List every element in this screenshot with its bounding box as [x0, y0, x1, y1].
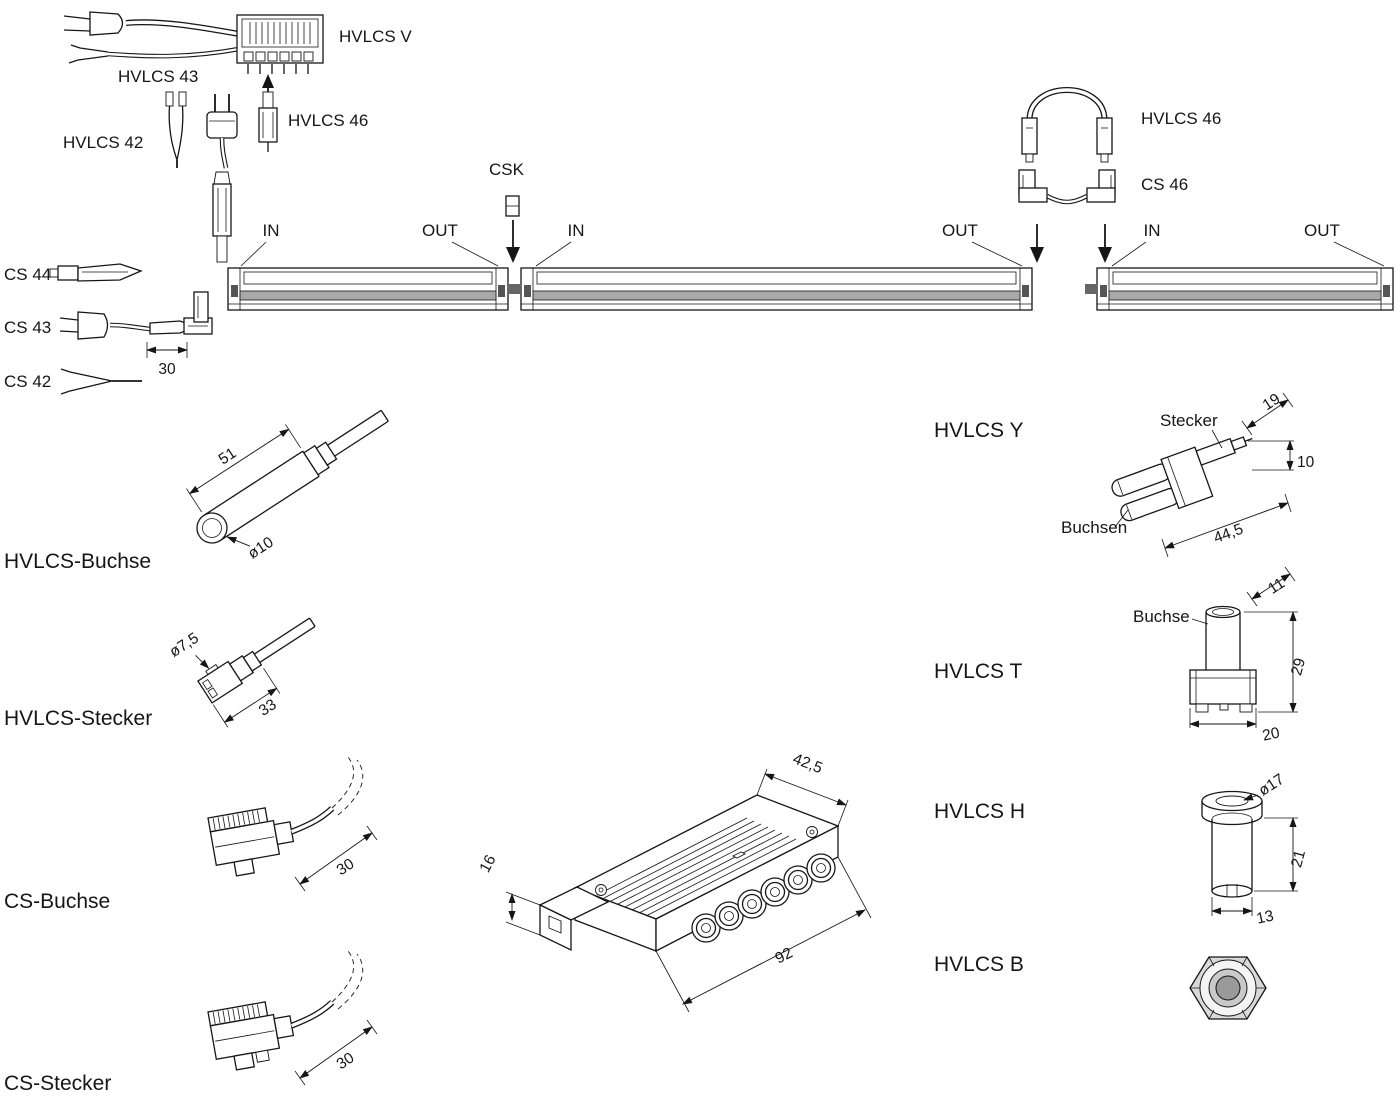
dim-44-5-label: 44,5	[1211, 521, 1245, 547]
hvlcs-h-drawing: ø17 21 13	[1201, 771, 1309, 928]
dim-20: 20	[1189, 708, 1282, 745]
dim-d17-label: ø17	[1256, 771, 1288, 800]
cs42-wire-drawing	[60, 368, 142, 395]
dim-92: 92	[655, 856, 872, 1013]
label-csk: CSK	[489, 160, 525, 179]
stripped-wire-drawing	[68, 44, 240, 64]
label-buchsen: Buchsen	[1061, 518, 1127, 537]
cs-stecker-drawing: 30	[207, 950, 378, 1086]
dim-33-label: 33	[256, 696, 280, 720]
dim-10: 10	[1248, 440, 1315, 471]
dim-13-label: 13	[1255, 907, 1275, 927]
hvlcs-buchse-drawing: 51 ø10	[186, 409, 389, 563]
cs44-connector-drawing	[49, 263, 143, 282]
label-cs-43: CS 43	[4, 318, 51, 337]
label-hvlcs-y: HVLCS Y	[934, 419, 1024, 442]
junction-arrow-3	[1098, 224, 1112, 263]
hvlcs-t-drawing: 11 29 20	[1189, 566, 1309, 745]
inline-connector-drawing	[212, 171, 232, 263]
csk-arrow	[506, 220, 520, 263]
dim-29: 29	[1244, 611, 1309, 713]
dim-16: 16	[476, 852, 541, 936]
cs43-cordset-drawing	[59, 291, 213, 340]
light-bar-2	[520, 267, 1033, 311]
label-stecker: Stecker	[1160, 411, 1218, 430]
hvlcs43-wire-ends-drawing	[165, 91, 187, 168]
dim-30-top-label: 30	[158, 361, 176, 378]
label-in-1: IN	[263, 221, 280, 240]
light-bar-1	[227, 267, 509, 311]
dim-30-cs-buchse-label: 30	[334, 855, 358, 879]
dim-20-label: 20	[1261, 724, 1282, 744]
csk-clip-drawing	[505, 195, 520, 217]
label-cs-buchse: CS-Buchse	[4, 890, 110, 913]
cs-buchse-drawing: 30	[207, 756, 378, 892]
label-hvlcs-46-top: HVLCS 46	[288, 111, 368, 130]
dim-11-label: 11	[1265, 575, 1288, 598]
label-hvlcs-stecker: HVLCS-Stecker	[4, 707, 152, 730]
dim-19-label: 19	[1260, 390, 1284, 414]
dim-51-label: 51	[216, 445, 240, 469]
label-hvlcs-42: HVLCS 42	[63, 133, 143, 152]
label-cs-44: CS 44	[4, 265, 51, 284]
hvlcs-v-distributor-drawing	[236, 14, 324, 74]
label-out-2: OUT	[942, 221, 978, 240]
dim-19: 19	[1241, 390, 1294, 436]
hvlcs-y-drawing: 19 10 44,5	[1111, 390, 1315, 558]
cs46-jumper-drawing	[1018, 169, 1116, 205]
hvlcs-stecker-drawing: 33 ø7,5	[167, 617, 316, 728]
dim-21-label: 21	[1288, 848, 1309, 869]
dim-11: 11	[1246, 566, 1296, 607]
label-out-3: OUT	[1304, 221, 1340, 240]
hvlcs46-connector-drawing	[258, 91, 278, 152]
label-hvlcs-b: HVLCS B	[934, 953, 1024, 976]
label-hvlcs-46-right: HVLCS 46	[1141, 109, 1221, 128]
dim-10-label: 10	[1297, 454, 1315, 471]
dim-30-cs-stecker-label: 30	[334, 1049, 358, 1073]
dim-42-5-label: 42,5	[790, 750, 824, 777]
label-hvlcs-h: HVLCS H	[934, 800, 1025, 823]
label-in-3: IN	[1144, 221, 1161, 240]
label-hvlcs-v: HVLCS V	[339, 27, 412, 46]
label-buchse: Buchse	[1133, 607, 1190, 626]
dim-13: 13	[1211, 897, 1275, 928]
dim-d10-label: ø10	[245, 534, 277, 563]
hvlcs-b-drawing	[1189, 956, 1267, 1020]
junction-arrow-2	[1030, 224, 1044, 263]
mains-plug-drawing	[63, 11, 240, 37]
dim-16-label: 16	[476, 852, 499, 875]
label-hvlcs-t: HVLCS T	[934, 660, 1022, 683]
label-cs-42: CS 42	[4, 372, 51, 391]
label-cs-stecker: CS-Stecker	[4, 1072, 111, 1095]
dim-92-label: 92	[772, 945, 795, 968]
distributor-input-block	[538, 886, 610, 952]
text-labels: HVLCS V HVLCS 43 HVLCS 42 HVLCS 46 CSK I…	[4, 27, 1340, 1095]
distributor-box-drawing: 42,5 16 92	[476, 750, 872, 1013]
label-out-1: OUT	[422, 221, 458, 240]
dim-30-cs43: 30	[146, 342, 188, 378]
dim-29-label: 29	[1288, 656, 1309, 677]
label-hvlcs-buchse: HVLCS-Buchse	[4, 550, 151, 573]
in-out-leader-lines	[240, 241, 1385, 267]
light-bar-3	[1096, 267, 1394, 311]
bar-junction-clips	[509, 284, 1096, 294]
hvlcs46-jumper-drawing	[1021, 87, 1113, 163]
dim-21: 21	[1254, 817, 1309, 892]
hvlcs42-plug-drawing	[206, 94, 238, 169]
label-hvlcs-43: HVLCS 43	[118, 67, 198, 86]
label-in-2: IN	[568, 221, 585, 240]
label-cs-46: CS 46	[1141, 175, 1188, 194]
